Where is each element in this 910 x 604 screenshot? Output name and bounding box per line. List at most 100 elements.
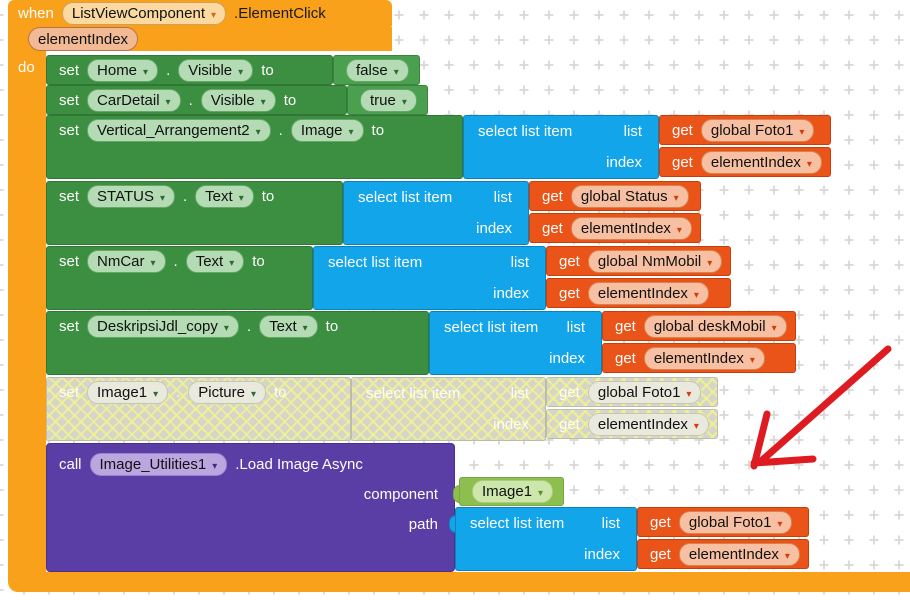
variable-dropdown-elementindex[interactable]: elementIndex — [678, 542, 800, 566]
variable-dropdown-global-foto1[interactable]: global Foto1 — [678, 510, 793, 534]
variable-dropdown-global-deskmobil[interactable]: global deskMobil — [643, 314, 787, 338]
chevron-down-icon — [799, 123, 804, 138]
logic-false-block[interactable]: false — [327, 55, 420, 85]
index-socket-label: index — [549, 350, 585, 367]
to-label: to — [371, 121, 385, 139]
get-global-deskmobil-block[interactable]: get global deskMobil — [596, 311, 796, 341]
component-dropdown-nmcar[interactable]: NmCar — [87, 249, 166, 273]
chevron-down-icon — [251, 385, 256, 400]
logic-true-dropdown[interactable]: true — [360, 88, 417, 112]
variable-dropdown-elementindex[interactable]: elementIndex — [587, 281, 709, 305]
variable-dropdown-global-foto1[interactable]: global Foto1 — [700, 118, 815, 142]
chevron-down-icon — [686, 385, 691, 400]
get-label: get — [559, 284, 580, 302]
get-global-foto1-block[interactable]: get global Foto1 — [631, 507, 809, 537]
get-elementindex-block[interactable]: get elementIndex — [523, 213, 701, 243]
property-dropdown-picture[interactable]: Picture — [188, 380, 266, 404]
component-dropdown-status[interactable]: STATUS — [87, 184, 175, 208]
select-list-item-label: select list item — [366, 385, 461, 402]
to-label: to — [273, 383, 287, 401]
component-dropdown-image-utilities1[interactable]: Image_Utilities1 — [89, 452, 228, 476]
property-dropdown-visible[interactable]: Visible — [200, 88, 276, 112]
set-verticalarrangement2-image-row: set Vertical_Arrangement2 . Image to sel… — [46, 115, 831, 179]
get-elementindex-block[interactable]: get elementIndex — [631, 539, 809, 569]
component-image1-block[interactable]: Image1 — [452, 477, 565, 506]
property-dropdown-text[interactable]: Text — [259, 314, 318, 338]
get-column: get global NmMobil get elementIndex — [539, 246, 732, 308]
chevron-down-icon — [143, 63, 148, 78]
chevron-down-icon — [239, 189, 244, 204]
component-dropdown-home[interactable]: Home — [87, 58, 159, 82]
property-dropdown-text[interactable]: Text — [195, 184, 254, 208]
variable-dropdown-global-nmmobil[interactable]: global NmMobil — [587, 249, 723, 273]
list-socket-label: list — [510, 385, 529, 402]
set-block-cardetail[interactable]: set CarDetail . Visible to — [46, 85, 347, 115]
call-image-utilities-block[interactable]: call Image_Utilities1 .Load Image Async … — [46, 443, 455, 572]
event-component-dropdown[interactable]: ListViewComponent — [61, 2, 227, 25]
select-list-item-label: select list item — [358, 189, 453, 206]
component-socket-label: component — [363, 486, 438, 503]
variable-dropdown-elementindex[interactable]: elementIndex — [700, 150, 822, 174]
set-image1-picture-row-disabled: set Image1 . Picture to select list item… — [46, 377, 718, 441]
get-elementindex-block[interactable]: get elementIndex — [596, 343, 796, 373]
property-dropdown-text[interactable]: Text — [185, 249, 245, 273]
component-dropdown-cardetail[interactable]: CarDetail — [87, 88, 181, 112]
set-block-home[interactable]: set Home . Visible to — [46, 55, 333, 85]
get-label: get — [615, 317, 636, 335]
chevron-down-icon — [785, 547, 790, 562]
dot-label: . — [176, 383, 181, 401]
component-dropdown-image1-value[interactable]: Image1 — [472, 480, 554, 503]
set-block-deskripsijdl[interactable]: set DeskripsiJdl_copy . Text to — [46, 311, 429, 375]
get-elementindex-block[interactable]: get elementIndex — [653, 147, 831, 177]
property-dropdown-image[interactable]: Image — [290, 118, 364, 142]
chevron-down-icon — [153, 385, 158, 400]
property-dropdown-visible[interactable]: Visible — [178, 58, 254, 82]
chevron-down-icon — [807, 155, 812, 170]
dot-label: . — [278, 121, 283, 139]
set-label: set — [59, 91, 80, 109]
logic-true-block[interactable]: true — [341, 85, 428, 115]
variable-dropdown-elementindex[interactable]: elementIndex — [570, 216, 692, 240]
chevron-down-icon — [238, 63, 243, 78]
get-global-foto1-block[interactable]: get global Foto1 — [653, 115, 831, 145]
logic-false-dropdown[interactable]: false — [346, 58, 409, 82]
component-dropdown-deskripsijdl[interactable]: DeskripsiJdl_copy — [87, 314, 239, 338]
set-block-image1-disabled[interactable]: set Image1 . Picture to — [46, 377, 351, 441]
variable-dropdown-global-status[interactable]: global Status — [570, 184, 689, 208]
chevron-down-icon — [750, 351, 755, 366]
variable-dropdown-elementindex[interactable]: elementIndex — [643, 346, 765, 370]
set-block-status[interactable]: set STATUS . Text to — [46, 181, 343, 245]
get-global-nmmobil-block[interactable]: get global NmMobil — [539, 246, 732, 276]
get-global-foto1-block-disabled[interactable]: get global Foto1 — [540, 377, 718, 407]
variable-dropdown-global-foto1[interactable]: global Foto1 — [587, 380, 702, 404]
set-label: set — [59, 317, 80, 335]
set-block-nmcar[interactable]: set NmCar . Text to — [46, 246, 313, 310]
get-label: get — [650, 513, 671, 531]
chevron-down-icon — [229, 254, 234, 269]
chevron-down-icon — [394, 63, 399, 78]
get-column: get global Foto1 get elementIndex — [540, 377, 718, 439]
index-socket-label: index — [476, 220, 512, 237]
chevron-down-icon — [261, 93, 266, 108]
get-elementindex-block[interactable]: get elementIndex — [539, 278, 732, 308]
get-elementindex-block-disabled[interactable]: get elementIndex — [540, 409, 718, 439]
component-dropdown-verticalarrangement2[interactable]: Vertical_Arrangement2 — [87, 118, 271, 142]
to-label: to — [283, 91, 297, 109]
chevron-down-icon — [677, 221, 682, 236]
set-block-verticalarrangement2[interactable]: set Vertical_Arrangement2 . Image to — [46, 115, 463, 179]
component-dropdown-image1[interactable]: Image1 — [87, 380, 169, 404]
when-event-block-header[interactable]: when ListViewComponent .ElementClick — [8, 0, 392, 27]
list-socket-label: list — [601, 515, 620, 532]
set-label: set — [59, 187, 80, 205]
variable-dropdown-elementindex[interactable]: elementIndex — [587, 412, 709, 436]
param-elementindex-chip[interactable]: elementIndex — [28, 27, 139, 51]
get-global-status-block[interactable]: get global Status — [523, 181, 701, 211]
set-label: set — [59, 252, 80, 270]
